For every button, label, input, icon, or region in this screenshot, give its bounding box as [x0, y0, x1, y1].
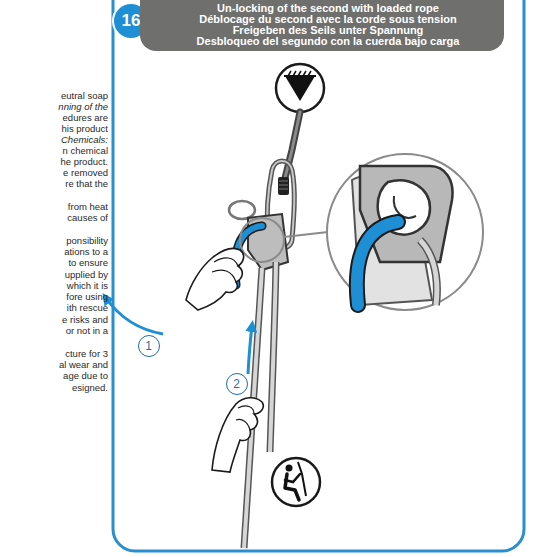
body-text-fragment: ith rescue	[0, 302, 108, 313]
title-line: Freigeben des Seils unter Spannung	[162, 25, 494, 36]
title-line: Déblocage du second avec la corde sous t…	[162, 14, 494, 25]
title-band: Un-locking of the second with loaded rop…	[140, 0, 504, 51]
body-text-fragment: esigned.	[0, 382, 108, 393]
anchor-icon	[276, 64, 324, 112]
body-text-fragment: n chemical	[0, 145, 108, 156]
callout-number: 2	[226, 373, 248, 395]
body-text-fragment: upplied by	[0, 269, 108, 280]
body-text-fragment: ations to a	[0, 246, 108, 257]
body-text-fragment: causes of	[0, 212, 108, 223]
body-text-fragment: eutral soap	[0, 90, 108, 101]
body-text-fragment: fore using	[0, 291, 108, 302]
hand	[186, 248, 244, 310]
body-text-fragment: cture for 3	[0, 348, 108, 359]
body-text-fragment: or not in a	[0, 325, 108, 336]
ring	[229, 201, 255, 219]
motion-arrow	[248, 326, 252, 374]
body-text-fragment: e risks and	[0, 314, 108, 325]
title-line: Un-locking of the second with loaded rop…	[162, 3, 494, 14]
zoom-marker	[240, 218, 284, 262]
panel-frame	[113, 0, 524, 551]
body-text-fragment: nning of the	[0, 101, 108, 112]
node-text: 2	[233, 377, 240, 391]
body-text-fragment: Chemicals:	[0, 134, 108, 145]
node-text: 16	[122, 11, 141, 31]
body-text-fragment: edures are	[0, 112, 108, 123]
body-text-fragment: age due to	[0, 370, 108, 381]
climber-icon	[272, 458, 320, 506]
title-line: Desbloqueo del segundo con la cuerda baj…	[162, 36, 494, 47]
callout-number: 1	[138, 335, 160, 357]
body-text-fragment: which it is	[0, 280, 108, 291]
motion-arrow	[106, 298, 163, 334]
body-text-fragment: from heat	[0, 201, 108, 212]
hand	[212, 398, 263, 472]
body-text-fragment: ponsibility	[0, 235, 108, 246]
zoom-view	[327, 154, 483, 310]
body-text-fragment: to ensure	[0, 257, 108, 268]
body-text-fragment: his product	[0, 123, 108, 134]
node-text: 1	[145, 339, 152, 353]
body-text-fragment: re that the	[0, 178, 108, 189]
body-text-fragment: he product.	[0, 156, 108, 167]
body-text-fragment: al wear and	[0, 359, 108, 370]
body-text-fragment: e removed	[0, 167, 108, 178]
